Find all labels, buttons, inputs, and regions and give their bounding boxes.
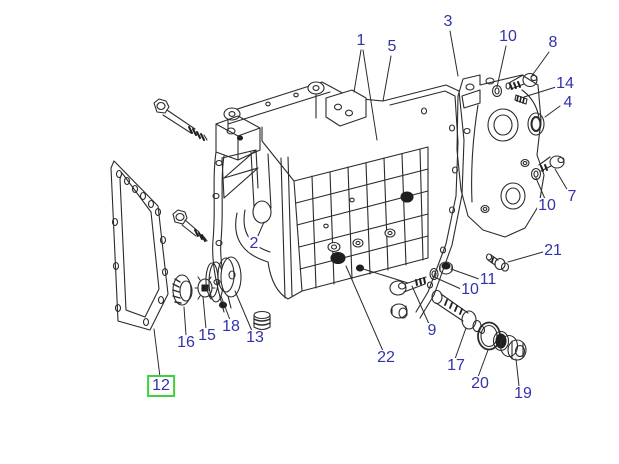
leader-line-5 (382, 55, 392, 102)
callout-1[interactable]: 1 (355, 32, 367, 49)
part-bolt-8 (505, 72, 538, 90)
part-bolt-19 (492, 330, 527, 361)
callout-21[interactable]: 21 (543, 242, 563, 259)
part-bolt-7 (538, 155, 565, 172)
leader-line-20 (477, 349, 489, 378)
callout-14[interactable]: 14 (555, 75, 575, 92)
callout-10b[interactable]: 10 (537, 197, 557, 214)
leader-line-11 (450, 268, 480, 280)
leader-line-10c (433, 276, 462, 290)
leader-line-17 (454, 327, 467, 360)
part-bolt-9 (389, 276, 427, 296)
leader-line-19 (515, 358, 520, 387)
callout-17[interactable]: 17 (446, 357, 466, 374)
leader-line-21 (507, 251, 544, 263)
part-plug-22 (390, 303, 408, 319)
leader-line-10a (496, 45, 507, 88)
callout-11[interactable]: 11 (478, 271, 498, 288)
callout-22[interactable]: 22 (376, 349, 396, 366)
callout-2[interactable]: 2 (248, 235, 260, 252)
callout-7[interactable]: 7 (566, 188, 578, 205)
leader-line-16 (183, 306, 187, 336)
callout-3[interactable]: 3 (442, 13, 454, 30)
leader-line-12 (153, 328, 161, 378)
callout-13[interactable]: 13 (245, 329, 265, 346)
callout-5[interactable]: 5 (386, 38, 398, 55)
part-cup-plug (253, 310, 271, 331)
callout-8[interactable]: 8 (547, 34, 559, 51)
leader-line-14 (523, 86, 557, 98)
part-front-plate (382, 84, 465, 319)
leader-lines (153, 30, 569, 387)
part-gasket-plate (110, 160, 169, 331)
leader-line-3 (449, 30, 459, 77)
part-main-case (212, 81, 429, 313)
leader-line-1 (353, 49, 362, 93)
part-washer-10b (530, 167, 542, 181)
leader-line-15 (202, 296, 207, 330)
part-rear-cover (456, 74, 545, 238)
part-bolt-lower-left (172, 209, 208, 242)
part-nut-11 (438, 261, 454, 275)
part-bearing-16 (172, 274, 193, 306)
callout-20[interactable]: 20 (470, 375, 490, 392)
part-bolt-upper-left (153, 98, 208, 141)
callout-16[interactable]: 16 (176, 334, 196, 351)
leader-line-13 (234, 290, 253, 332)
callout-19[interactable]: 19 (513, 385, 533, 402)
leader-line-4 (544, 105, 561, 118)
part-retainer-15 (194, 276, 216, 300)
callout-10c[interactable]: 10 (460, 281, 480, 298)
leader-line-9 (359, 267, 409, 284)
callout-9[interactable]: 9 (426, 322, 438, 339)
part-seal-4 (527, 112, 545, 136)
leader-line-8 (530, 51, 550, 78)
leader-line-18 (220, 295, 231, 321)
callout-18[interactable]: 18 (221, 318, 241, 335)
callout-4[interactable]: 4 (562, 94, 574, 111)
leader-line-22 (345, 265, 384, 352)
part-breather-21 (485, 253, 510, 272)
leader-line-1 (362, 49, 378, 141)
callout-12[interactable]: 12 (147, 375, 175, 397)
leader-line-2 (256, 221, 265, 239)
leader-line-7 (554, 168, 569, 192)
part-pin-14 (514, 94, 528, 105)
part-disc-13 (217, 256, 242, 298)
leader-line-9 (411, 285, 430, 325)
callout-15[interactable]: 15 (197, 327, 217, 344)
callout-10a[interactable]: 10 (498, 28, 518, 45)
leader-line-10b (535, 177, 546, 200)
